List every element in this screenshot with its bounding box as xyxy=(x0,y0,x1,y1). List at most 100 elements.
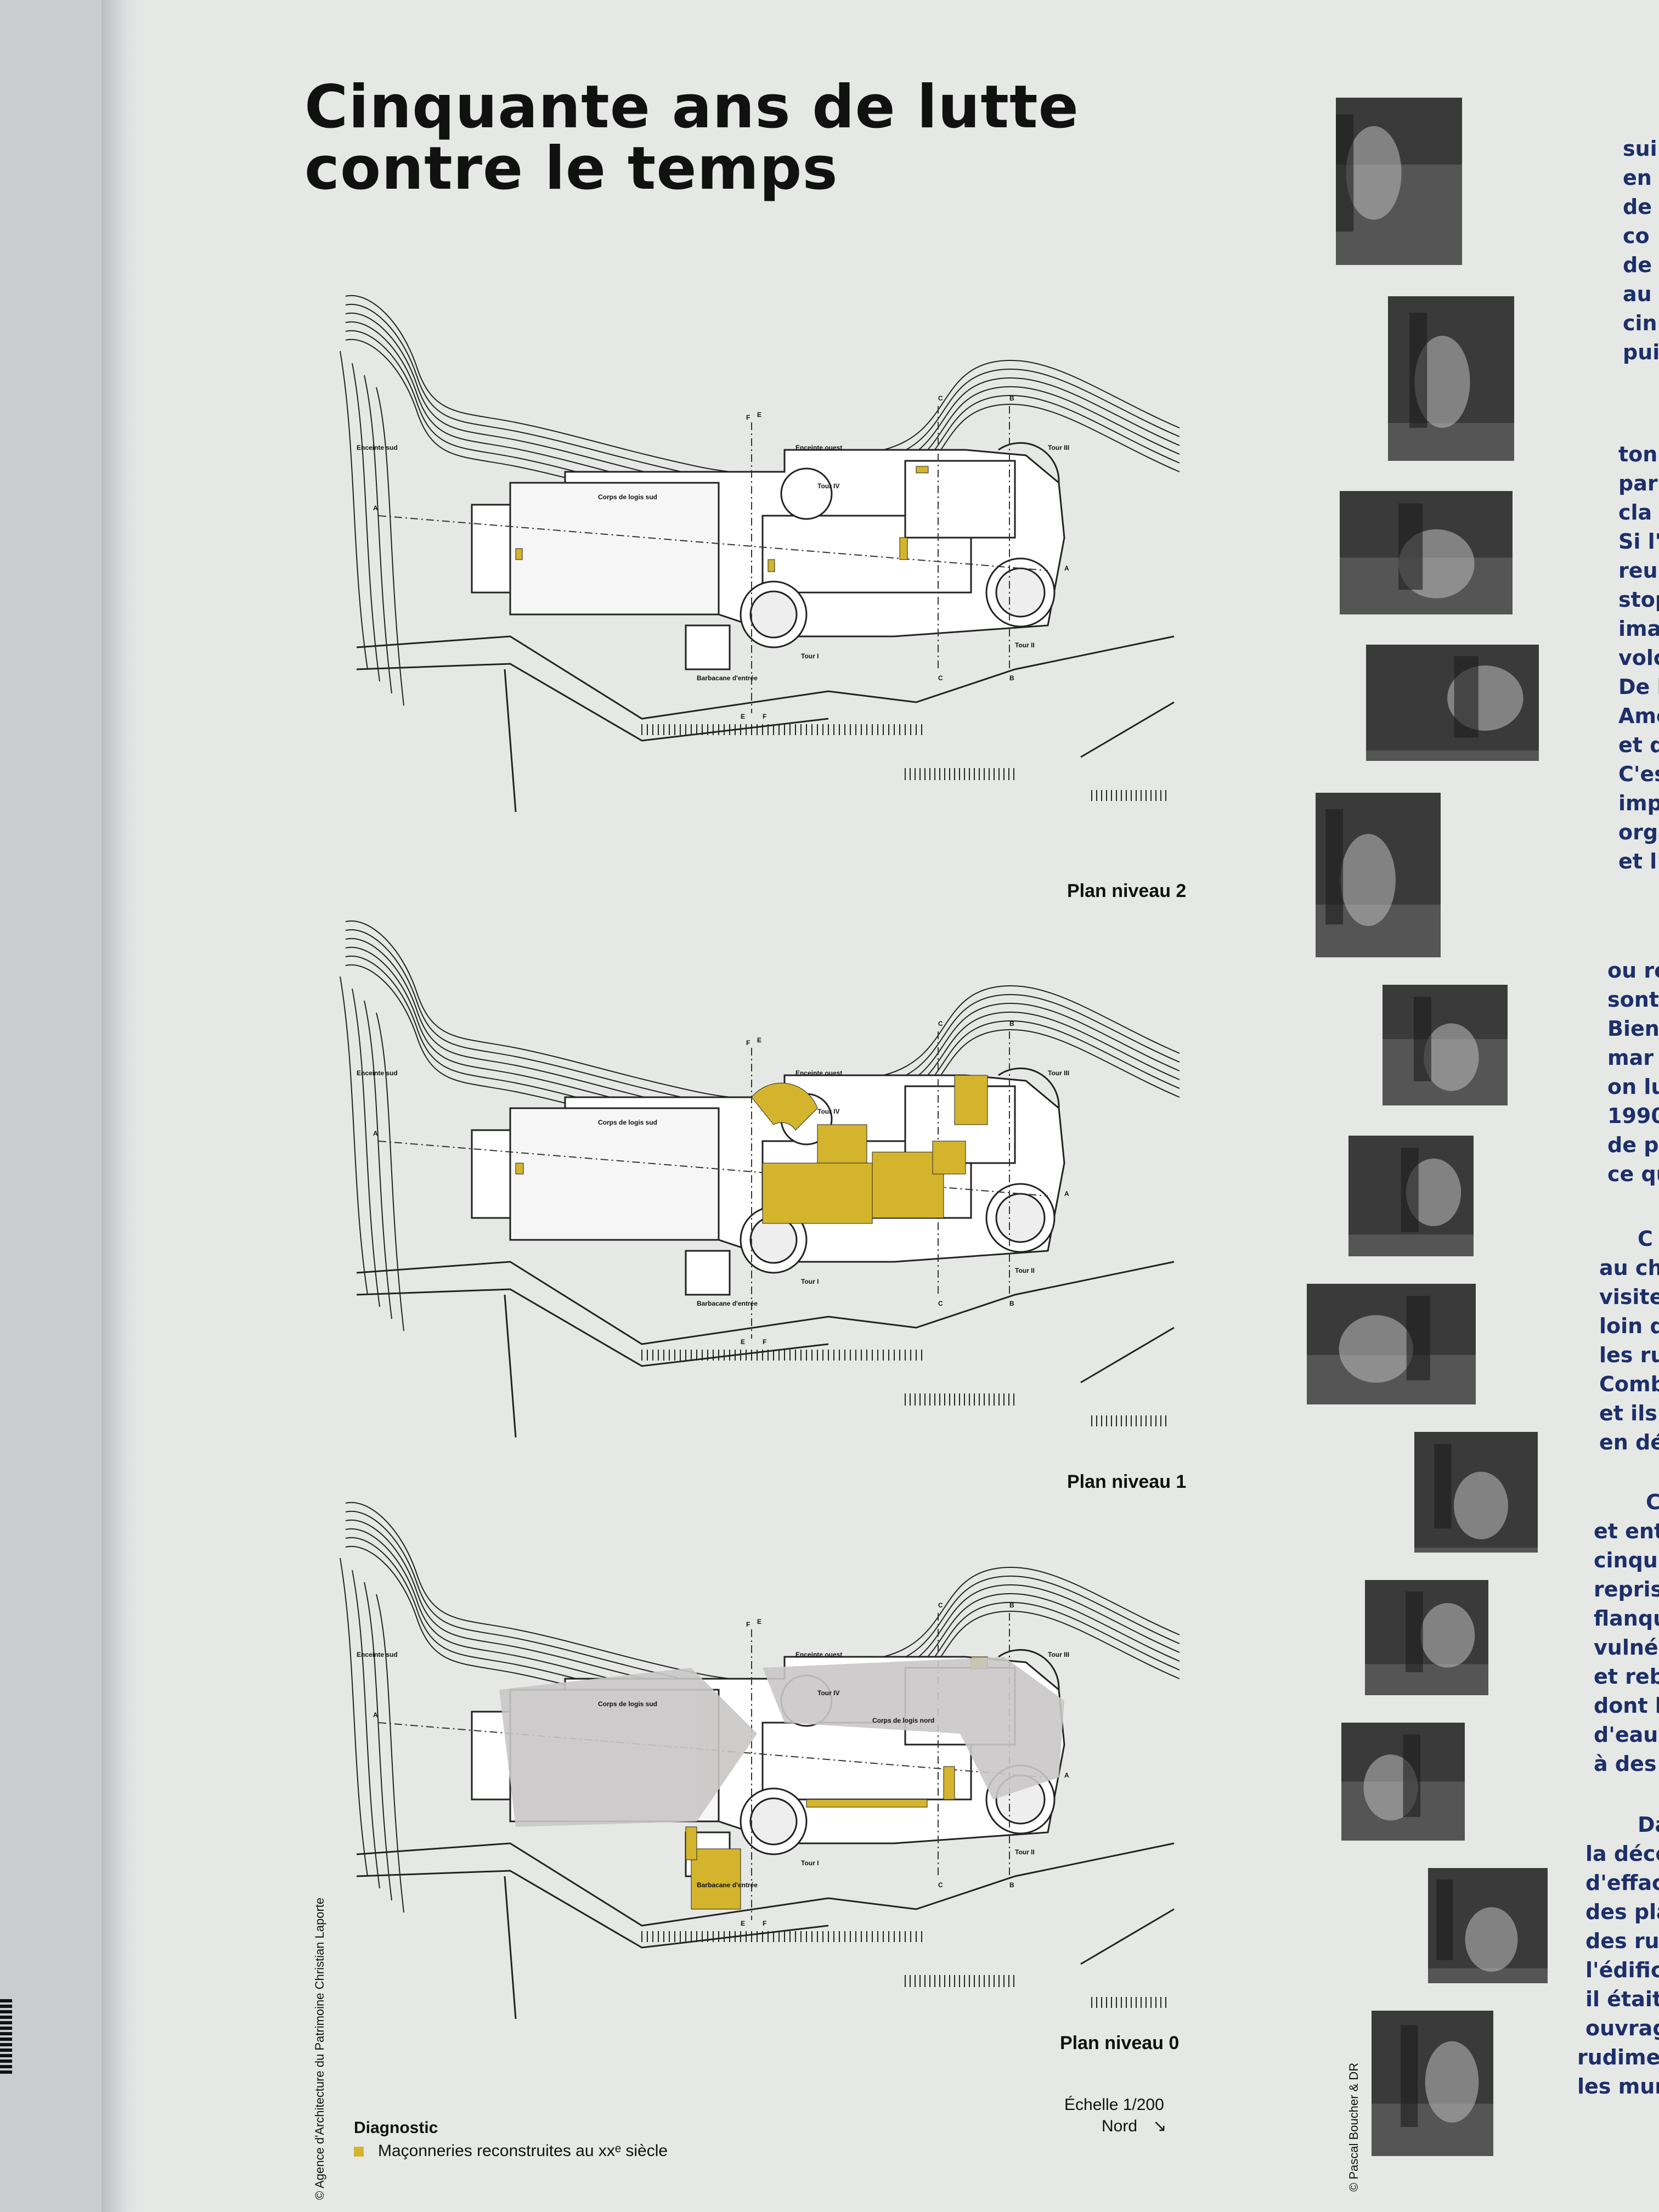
room-label-enceinte_sud: Enceinte sud xyxy=(357,1069,398,1077)
archive-photo xyxy=(1307,1284,1476,1404)
panel-title: Cinquante ans de lutte contre le temps xyxy=(304,77,1182,200)
side-text-line: on lu xyxy=(1607,1075,1659,1099)
section-marker-e-1: E xyxy=(757,1618,761,1626)
side-text-line: loin d xyxy=(1599,1314,1659,1338)
side-text-line: volc xyxy=(1618,646,1659,670)
section-marker-b-1: B xyxy=(1009,1601,1014,1609)
towers xyxy=(740,442,1060,648)
side-text-line: visite xyxy=(1599,1285,1659,1309)
ground-lines xyxy=(356,1261,1175,1438)
side-text-line: ton xyxy=(1618,442,1658,466)
side-text-line: et d xyxy=(1618,733,1659,757)
side-text-line: par xyxy=(1618,471,1658,495)
side-text-line: Si l' xyxy=(1618,529,1659,554)
section-marker-b-2: B xyxy=(1009,674,1014,682)
side-text-line: Ame xyxy=(1618,704,1659,728)
room-label-barbacane: Barbacane d'entrée xyxy=(697,1300,758,1307)
north-arrow-icon: ↘ xyxy=(1153,2117,1167,2135)
legend-item-label: Maçonneries reconstruites au xxᵉ siècle xyxy=(378,2142,668,2160)
section-marker-f-1: F xyxy=(746,414,750,421)
archive-photo xyxy=(1316,793,1441,957)
room-label-tour_iv: Tour IV xyxy=(817,1689,839,1697)
side-text-line: des rui xyxy=(1585,1929,1659,1953)
side-text-line: ima xyxy=(1618,617,1659,641)
section-marker-e-2: E xyxy=(741,713,745,720)
room-label-corps_sud: Corps de logis sud xyxy=(598,1700,657,1708)
side-text-line: Da xyxy=(1638,1813,1659,1837)
side-text-line: la déce xyxy=(1585,1842,1659,1866)
section-marker-c-1: C xyxy=(938,1601,943,1609)
side-text-line: les ru xyxy=(1599,1343,1659,1367)
section-marker-c-2: C xyxy=(938,1300,943,1307)
room-label-tour_iii: Tour III xyxy=(1048,1069,1069,1077)
side-text-line: imp xyxy=(1618,791,1659,815)
side-text-line: il était xyxy=(1585,1987,1659,2011)
side-text-line: sont xyxy=(1607,988,1659,1012)
north-label: Nord xyxy=(1102,2117,1138,2135)
room-label-corps_sud: Corps de logis sud xyxy=(598,1119,657,1126)
room-label-corps_sud: Corps de logis sud xyxy=(598,493,657,501)
room-label-tour_iii: Tour III xyxy=(1048,1651,1069,1658)
section-marker-b-1: B xyxy=(1009,1020,1014,1028)
section-marker-c-2: C xyxy=(938,1881,943,1889)
archive-photo xyxy=(1365,1580,1488,1695)
plans-credit: © Agence d'Architecture du Patrimoine Ch… xyxy=(313,1897,326,2200)
side-text-line: des pla xyxy=(1585,1900,1659,1924)
side-text-line: ce qu xyxy=(1607,1162,1659,1186)
side-text-line: rudime xyxy=(1577,2045,1659,2069)
room-label-tour_i: Tour I xyxy=(801,1859,819,1867)
side-text-line: et l' xyxy=(1618,849,1659,873)
section-marker-b-2: B xyxy=(1009,1300,1014,1307)
panel-frame-edge xyxy=(101,0,145,2212)
side-text-line: ou re xyxy=(1607,958,1659,983)
room-label-tour_ii: Tour II xyxy=(1015,1848,1035,1856)
plan-label-level-0: Plan niveau 0 xyxy=(1060,2033,1180,2053)
side-text-line: et reb xyxy=(1594,1664,1659,1689)
room-label-tour_ii: Tour II xyxy=(1015,641,1035,649)
archive-photo xyxy=(1336,98,1462,265)
archive-photo xyxy=(1348,1136,1474,1256)
side-text-line: à des l xyxy=(1594,1752,1659,1776)
section-marker-a-1: A xyxy=(373,1130,378,1137)
ground-lines xyxy=(356,635,1175,812)
side-text-line: mar xyxy=(1607,1046,1654,1070)
side-text-line: cin xyxy=(1623,311,1657,335)
archive-photo xyxy=(1414,1432,1538,1553)
section-marker-a-2: A xyxy=(1064,1771,1069,1779)
section-marker-e-1: E xyxy=(757,1036,761,1044)
side-text-line: en xyxy=(1623,166,1652,190)
section-marker-a-1: A xyxy=(373,1711,378,1719)
section-marker-c-1: C xyxy=(938,1020,943,1028)
section-marker-a-1: A xyxy=(373,504,378,512)
side-text-line: de xyxy=(1623,195,1652,219)
slope-hatching xyxy=(641,1931,1166,2008)
room-label-tour_iv: Tour IV xyxy=(817,482,839,490)
section-marker-f-2: F xyxy=(763,713,766,720)
side-text-line: d'eau d xyxy=(1594,1723,1659,1747)
side-text-line: C xyxy=(1646,1490,1659,1514)
slope-hatching xyxy=(641,1350,1166,1426)
scale-label: Échelle 1/200 xyxy=(1064,2096,1164,2114)
plan-label-level-2: Plan niveau 2 xyxy=(1067,881,1187,901)
side-text-line: cinqu xyxy=(1594,1548,1658,1572)
section-marker-b-1: B xyxy=(1009,394,1014,402)
section-lines xyxy=(378,406,1048,713)
section-marker-e-1: E xyxy=(757,411,761,419)
section-marker-a-2: A xyxy=(1064,565,1069,572)
ruin-hatched-area xyxy=(499,1657,1064,1827)
side-text-line: Bien xyxy=(1607,1017,1659,1041)
side-text-line: reu xyxy=(1618,558,1658,583)
section-marker-f-2: F xyxy=(763,1920,766,1927)
room-label-enceinte_ouest: Enceinte ouest xyxy=(795,1651,842,1658)
side-text-line: De l xyxy=(1618,675,1659,699)
section-marker-e-2: E xyxy=(741,1920,745,1927)
room-label-enceinte_ouest: Enceinte ouest xyxy=(795,444,842,452)
plan-label-level-1: Plan niveau 1 xyxy=(1067,1471,1187,1492)
archive-photo xyxy=(1383,985,1508,1105)
side-text-line: et ils xyxy=(1599,1401,1657,1425)
room-label-enceinte_sud: Enceinte sud xyxy=(357,1651,398,1658)
